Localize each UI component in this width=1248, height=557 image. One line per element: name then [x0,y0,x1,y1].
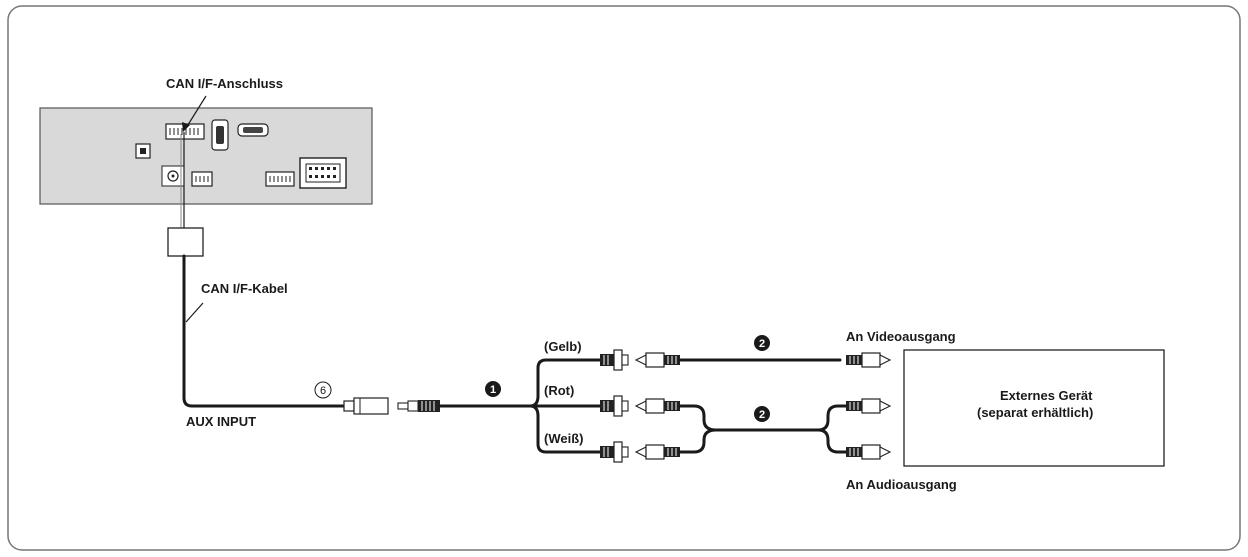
head-unit [39,107,373,205]
video-out-label: An Videoausgang [846,329,956,344]
audio-out-label: An Audioausgang [846,477,957,492]
rca-plug-audio-red-in [634,398,680,414]
cable-2-audio [678,404,848,432]
callout-six: 6 [320,385,326,397]
can-cable-label: CAN I/F-Kabel [201,281,288,296]
red-label: (Rot) [544,383,574,398]
aux-female-jack [343,397,389,415]
external-device-title: Externes Gerät [1000,388,1093,403]
white-label: (Weiß) [544,431,583,446]
aux-mini-plug [397,400,440,412]
external-device-box [903,349,1165,467]
can-adapter-box [167,227,204,257]
yellow-label: (Gelb) [544,339,582,354]
aux-cable [182,254,346,408]
rca-plug-video-out [846,352,892,368]
callout-two-video: 2 [759,338,765,350]
can-port-label: CAN I/F-Anschluss [166,76,283,91]
rca-plug-video-in [634,352,680,368]
external-device-subtitle: (separat erhältlich) [977,405,1093,420]
rca-plug-audio-white-out [846,444,892,460]
callout-two-audio: 2 [759,409,765,421]
aux-input-label: AUX INPUT [186,414,256,429]
callout-one: 1 [490,384,496,396]
rca-plug-audio-red-out [846,398,892,414]
rca-plug-red [600,395,629,417]
rca-plug-audio-white-in [634,444,680,460]
rca-plug-white [600,441,629,463]
rca-plug-yellow [600,349,629,371]
